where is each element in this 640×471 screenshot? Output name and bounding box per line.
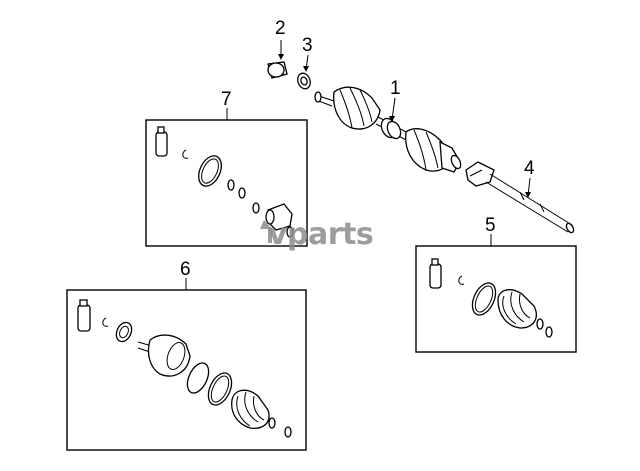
kit-box-5[interactable] (415, 245, 577, 353)
axle-nut[interactable] (267, 61, 288, 79)
callout-4: 4 (524, 158, 535, 179)
axle-shaft-assembly[interactable] (314, 86, 463, 173)
kit-6-parts (77, 299, 292, 438)
callout-7: 7 (221, 89, 232, 110)
callout-2: 2 (275, 18, 286, 39)
watermark-text: vparts (268, 217, 373, 252)
callout-5: 5 (485, 215, 496, 236)
kit-5-parts (429, 258, 553, 338)
vparts-watermark-logo: vparts (260, 217, 374, 252)
kit-7-parts (155, 126, 294, 238)
washer[interactable] (296, 71, 313, 90)
callout-3: 3 (302, 35, 313, 56)
callout-leaders (185, 40, 531, 290)
intermediate-shaft[interactable] (465, 161, 575, 234)
callout-1: 1 (390, 78, 401, 99)
callout-6: 6 (180, 259, 191, 280)
